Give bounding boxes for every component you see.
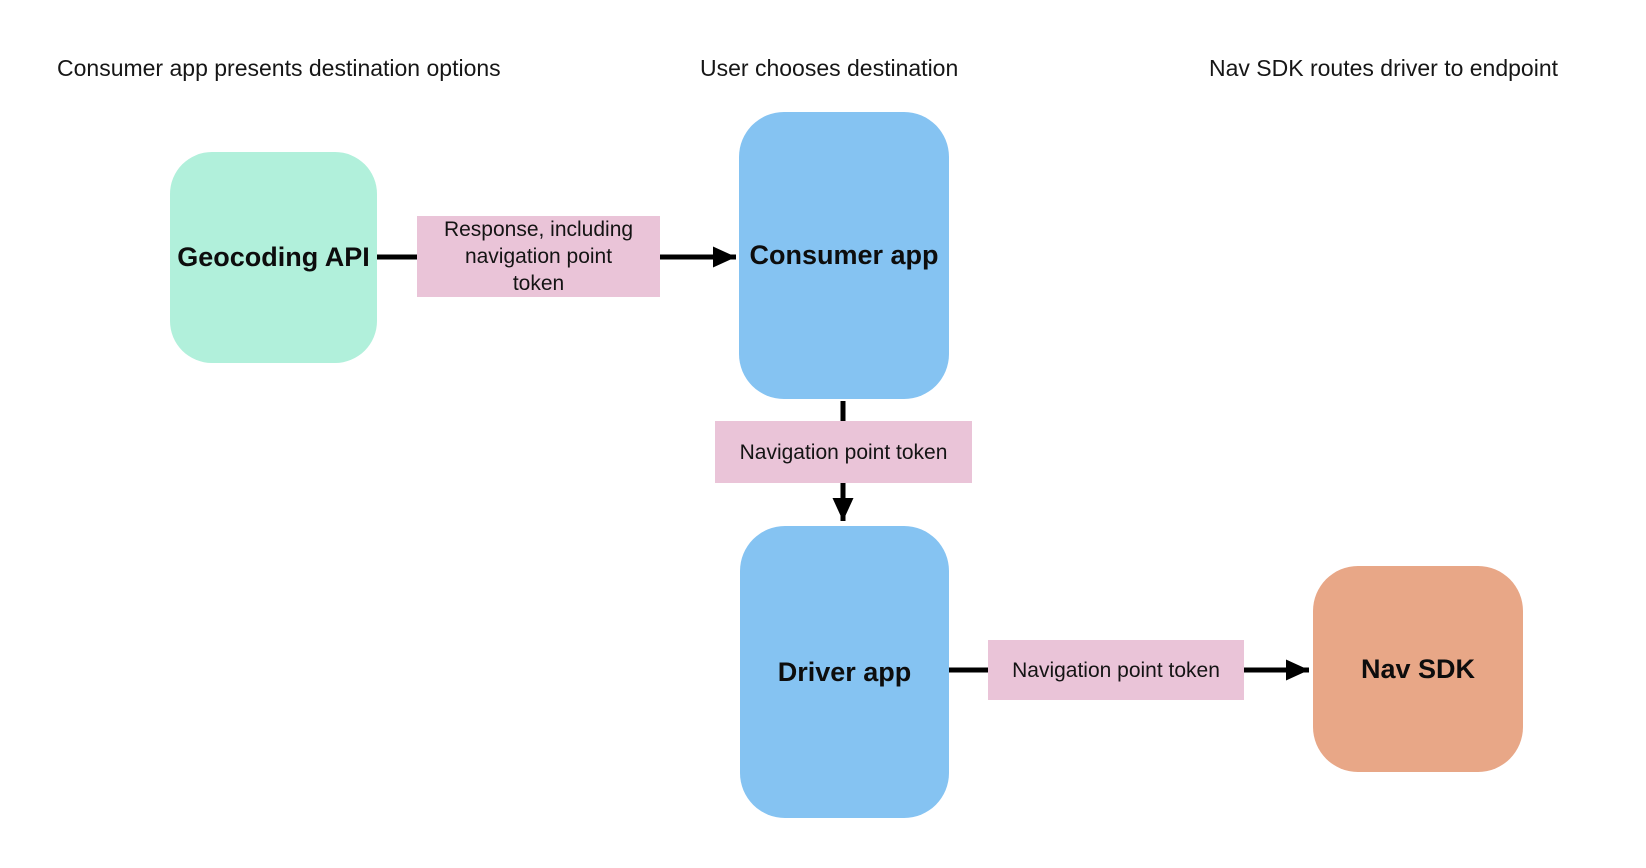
edge-label-navigation-point-token-1: Navigation point token — [715, 421, 972, 483]
heading-step-3: Nav SDK routes driver to endpoint — [1209, 55, 1559, 81]
heading-step-2: User chooses destination — [700, 55, 959, 81]
edge-label-token-2-text: Navigation point token — [1012, 658, 1220, 682]
edge-label-response-text: Response, including navigation point tok… — [443, 218, 634, 295]
node-nav-sdk: Nav SDK — [1313, 566, 1523, 772]
node-nav-sdk-label: Nav SDK — [1360, 653, 1476, 684]
node-consumer-app-label: Consumer app — [749, 240, 939, 270]
edge-label-navigation-point-token-2: Navigation point token — [988, 640, 1244, 700]
heading-step-1: Consumer app presents destination option… — [57, 55, 501, 81]
node-geocoding-api-label: Geocoding API — [177, 242, 370, 272]
node-geocoding-api: Geocoding API — [170, 152, 377, 363]
edge-label-token-1-text: Navigation point token — [739, 440, 948, 464]
node-driver-app-label: Driver app — [777, 656, 912, 687]
node-consumer-app: Consumer app — [739, 112, 949, 399]
edge-label-response-including-token: Response, including navigation point tok… — [417, 216, 660, 297]
node-driver-app: Driver app — [740, 526, 949, 818]
